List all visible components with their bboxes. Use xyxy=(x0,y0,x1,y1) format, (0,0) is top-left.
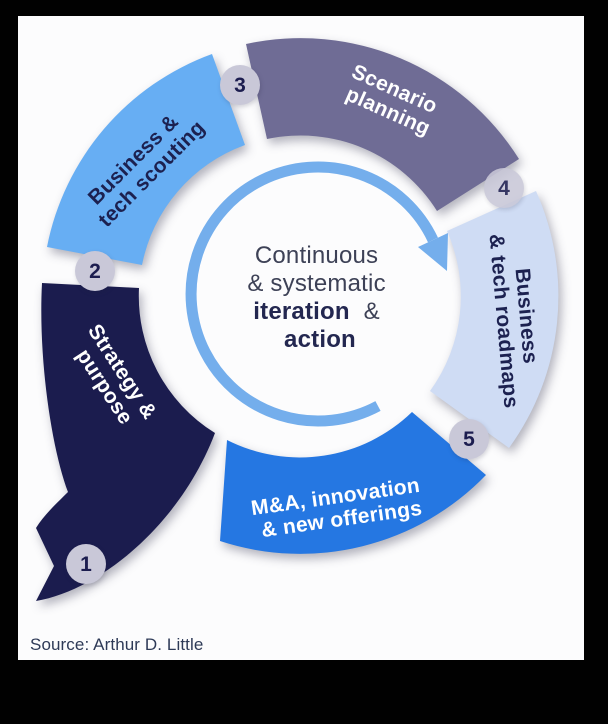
rotation-arrow-arc xyxy=(185,161,438,427)
badge-number: 4 xyxy=(498,177,510,200)
badge-number: 3 xyxy=(234,74,246,97)
center-line-2: & systematic xyxy=(247,270,385,297)
badge-number: 2 xyxy=(89,260,101,283)
badge-number: 5 xyxy=(463,428,475,451)
badge-1: 1 xyxy=(66,544,106,584)
center-word-iteration: iteration xyxy=(253,298,349,325)
segment-business-tech-scouting xyxy=(47,54,245,265)
badge-circle xyxy=(484,168,524,208)
badge-number: 1 xyxy=(80,553,92,576)
badge-3: 3 xyxy=(220,65,260,105)
center-line-3: iteration & xyxy=(253,298,386,325)
segment-scenario-planning xyxy=(246,38,519,211)
center-line-1: Continuous xyxy=(255,242,378,269)
center-word-action: action xyxy=(284,326,356,353)
badge-circle xyxy=(75,251,115,291)
segment-strategy-purpose xyxy=(36,283,215,601)
badge-circle xyxy=(449,419,489,459)
badge-circle xyxy=(220,65,260,105)
center-text: Continuous & systematic iteration & acti… xyxy=(247,242,392,353)
segment-business-tech-roadmaps xyxy=(430,191,559,448)
rotation-arrow-icon xyxy=(185,161,448,427)
ring-segments xyxy=(36,38,559,601)
badge-2: 2 xyxy=(75,251,115,291)
center-word-amp: & xyxy=(364,298,380,325)
badge-4: 4 xyxy=(484,168,524,208)
segment-ma-innovation xyxy=(220,412,486,554)
badge-5: 5 xyxy=(449,419,489,459)
source-caption: Source: Arthur D. Little xyxy=(30,635,203,654)
badge-circle xyxy=(66,544,106,584)
rotation-arrow-head xyxy=(418,233,448,271)
